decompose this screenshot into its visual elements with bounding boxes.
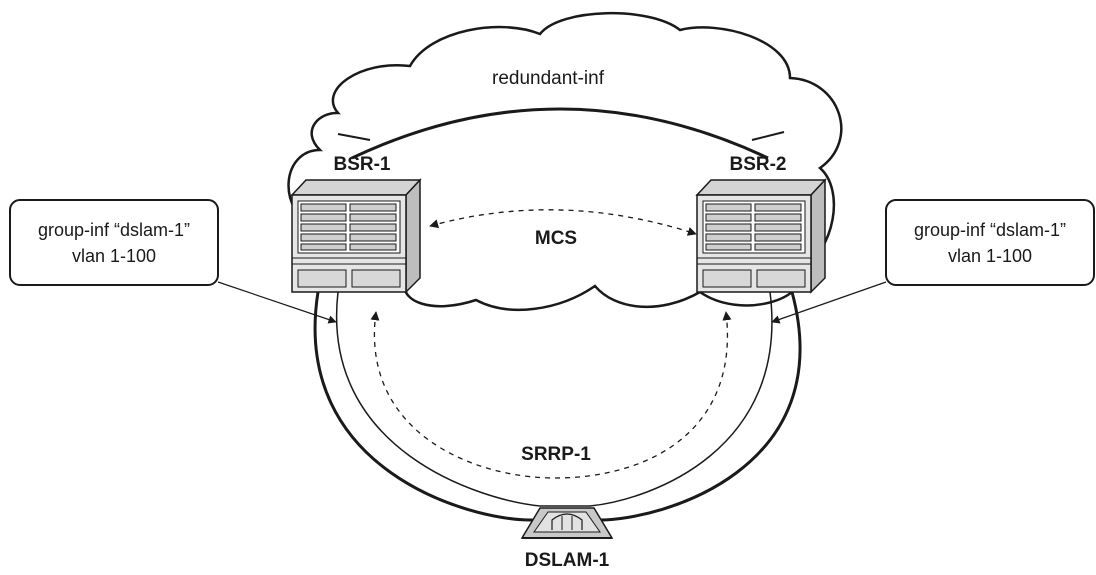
ring-inner [335,291,773,507]
right-group-inf-box [885,199,1095,286]
bsr2-antenna [751,131,785,141]
left-callout-pointer [217,281,337,324]
right-box-line1: group-inf “dslam-1” [914,220,1066,240]
bsr1-router-icon[interactable] [290,178,422,294]
left-box-line1: group-inf “dslam-1” [38,220,190,240]
left-group-inf-box [9,199,219,286]
bsr2-label: BSR-2 [729,154,786,175]
bsr2-router-icon[interactable] [695,178,827,294]
mcs-link [429,209,697,236]
srrp-link [370,311,732,479]
right-callout-pointer [771,281,887,324]
redundant-inf-label: redundant-inf [492,68,605,89]
redundant-inf-link [351,107,769,160]
dslam-icon[interactable] [520,507,614,539]
mcs-label: MCS [535,228,577,249]
bsr1-antenna [337,133,371,141]
right-box-line2: vlan 1-100 [948,246,1032,266]
left-box-line2: vlan 1-100 [72,246,156,266]
bsr1-label: BSR-1 [333,154,390,175]
dslam-label: DSLAM-1 [525,550,610,571]
srrp-label: SRRP-1 [521,444,591,465]
